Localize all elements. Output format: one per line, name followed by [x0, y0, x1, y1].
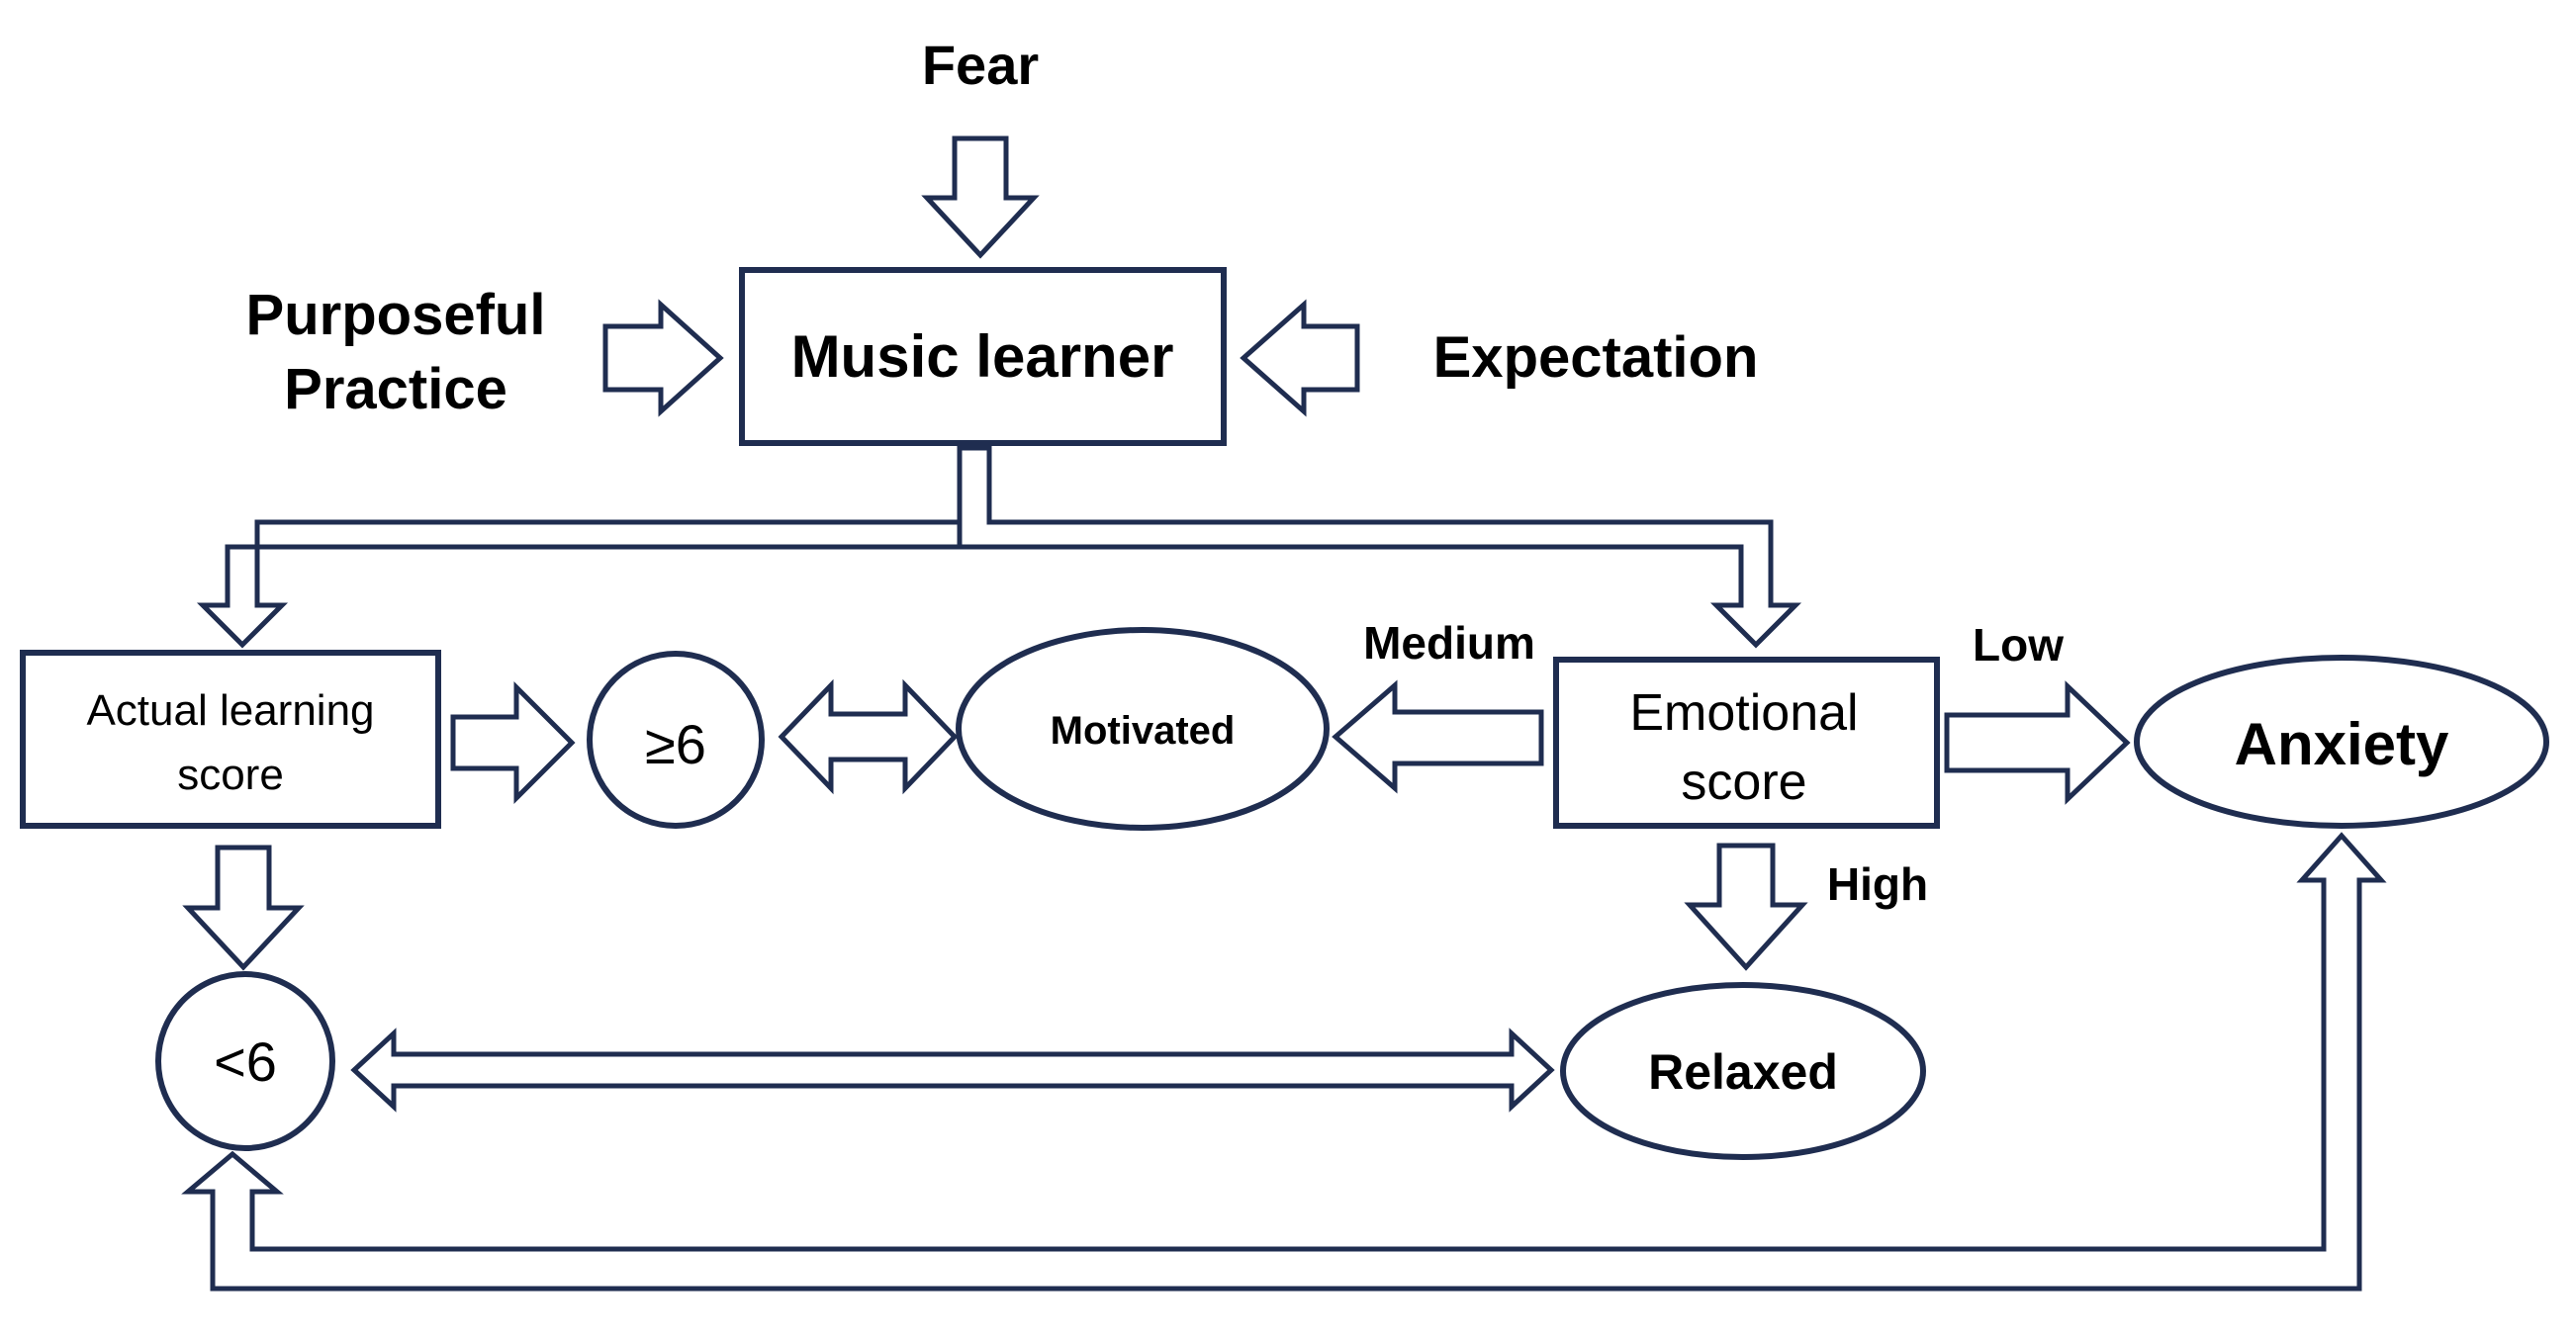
ge6-label: ≥6: [645, 713, 706, 775]
medium-label: Medium: [1363, 617, 1535, 669]
anxiety-node: [2134, 655, 2549, 829]
purposeful-practice-arrow: [602, 299, 724, 417]
music-learner-box: [739, 267, 1227, 446]
lt6-label: <6: [214, 1030, 277, 1093]
anxiety-label: Anxiety: [2235, 711, 2449, 777]
actual-learning-label-line2: score: [177, 751, 284, 799]
relaxed-node: [1560, 982, 1926, 1160]
relaxed-label: Relaxed: [1648, 1044, 1838, 1100]
emotional-score-box: [1553, 657, 1940, 829]
emotional-to-motivated-arrow: [1332, 679, 1544, 794]
emotional-to-relaxed-arrow: [1684, 843, 1808, 971]
purposeful-practice-label-line1: Purposeful: [246, 283, 546, 347]
split-arrow-to-emotional: [957, 445, 1802, 649]
expectation-label: Expectation: [1433, 325, 1759, 390]
actual-learning-label-line1: Actual learning: [86, 686, 374, 735]
actual-to-lt6-arrow: [182, 845, 305, 971]
emotional-score-label-line1: Emotional: [1629, 684, 1858, 742]
emotional-score-label-line2: score: [1681, 754, 1806, 811]
ge6-motivated-double-arrow: [778, 678, 959, 795]
motivated-label: Motivated: [1051, 709, 1236, 753]
motivated-node: [956, 627, 1330, 831]
expectation-arrow: [1240, 299, 1360, 417]
lt6-node: [155, 971, 335, 1151]
lt6-relaxed-double-arrow: [350, 1028, 1555, 1113]
split-arrow-to-actual-learning: [196, 445, 992, 649]
purposeful-practice-label-line2: Practice: [284, 357, 507, 421]
low-label: Low: [1973, 619, 2064, 671]
high-label: High: [1827, 858, 1928, 910]
actual-learning-score-box: [20, 650, 441, 829]
emotional-to-anxiety-arrow: [1944, 680, 2131, 805]
anxiety-to-lt6-loop-arrow: [181, 832, 2387, 1292]
music-learner-label: Music learner: [791, 323, 1174, 390]
fear-label: Fear: [922, 34, 1039, 96]
actual-to-ge6-arrow: [450, 680, 576, 805]
ge6-node: [587, 651, 765, 829]
fear-arrow: [921, 135, 1040, 259]
